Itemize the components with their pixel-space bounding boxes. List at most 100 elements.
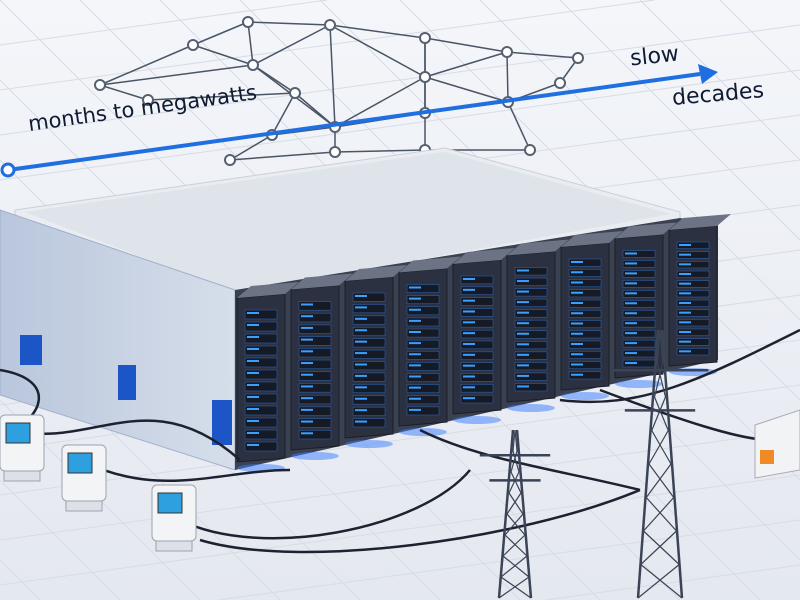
led bbox=[409, 353, 421, 356]
led bbox=[679, 311, 691, 314]
network-edge bbox=[424, 76, 509, 103]
power-pylons bbox=[479, 329, 709, 599]
network-node bbox=[419, 71, 431, 83]
led bbox=[247, 336, 259, 338]
led bbox=[409, 342, 421, 345]
led bbox=[247, 384, 259, 386]
led bbox=[409, 386, 421, 389]
network-node bbox=[94, 79, 106, 91]
server-rack bbox=[668, 214, 731, 376]
led bbox=[247, 432, 259, 434]
network-node bbox=[329, 146, 341, 158]
led bbox=[463, 278, 475, 280]
power-meter bbox=[0, 414, 45, 482]
led bbox=[409, 331, 421, 333]
led bbox=[301, 362, 313, 365]
led bbox=[625, 332, 637, 335]
network-edge bbox=[229, 134, 273, 161]
led bbox=[247, 420, 259, 422]
network-node bbox=[554, 77, 566, 89]
led bbox=[571, 363, 583, 366]
network-edge bbox=[424, 51, 508, 78]
led bbox=[679, 273, 691, 275]
led bbox=[571, 343, 583, 345]
led bbox=[571, 302, 583, 304]
led bbox=[571, 322, 583, 325]
led bbox=[625, 362, 637, 365]
led bbox=[463, 288, 475, 291]
led bbox=[409, 319, 421, 322]
led bbox=[355, 306, 367, 309]
power-meter bbox=[61, 444, 107, 512]
network-edge bbox=[192, 21, 249, 46]
door bbox=[20, 335, 42, 365]
server-racks bbox=[236, 214, 731, 472]
server-rack bbox=[506, 239, 569, 412]
led bbox=[625, 292, 637, 295]
led bbox=[355, 397, 367, 400]
network-edge bbox=[334, 76, 426, 128]
led bbox=[571, 312, 583, 315]
door bbox=[212, 400, 232, 445]
transmission-tower bbox=[479, 429, 551, 599]
led bbox=[409, 375, 421, 378]
led bbox=[679, 244, 691, 246]
led bbox=[679, 302, 691, 304]
led bbox=[517, 374, 529, 377]
network-edge bbox=[252, 24, 331, 66]
network-edge bbox=[99, 64, 254, 86]
network-edge bbox=[271, 92, 296, 136]
led bbox=[301, 408, 313, 411]
network-node bbox=[324, 19, 336, 31]
led bbox=[517, 311, 529, 314]
led bbox=[463, 332, 475, 335]
network-node bbox=[419, 32, 431, 44]
led bbox=[301, 303, 313, 306]
network-node bbox=[187, 39, 199, 51]
led bbox=[625, 272, 637, 275]
led bbox=[679, 282, 691, 285]
network-node bbox=[289, 87, 301, 99]
led bbox=[301, 432, 313, 435]
network-edge bbox=[329, 24, 336, 128]
led bbox=[571, 373, 583, 376]
led bbox=[625, 282, 637, 285]
network-edge bbox=[99, 84, 149, 101]
led bbox=[625, 262, 637, 265]
led bbox=[355, 374, 367, 377]
led bbox=[517, 343, 529, 346]
led bbox=[409, 397, 421, 400]
led bbox=[247, 444, 259, 446]
network-edge bbox=[329, 24, 426, 78]
led bbox=[301, 326, 313, 329]
network-edge bbox=[506, 51, 509, 103]
timeline-arrow bbox=[0, 64, 718, 178]
led bbox=[625, 302, 637, 305]
server-rack bbox=[398, 256, 461, 436]
led bbox=[463, 299, 475, 302]
led bbox=[517, 353, 529, 356]
led bbox=[247, 360, 259, 362]
led bbox=[679, 263, 691, 266]
led bbox=[517, 290, 529, 293]
led bbox=[409, 364, 421, 367]
led bbox=[679, 340, 691, 343]
led bbox=[463, 386, 475, 389]
led bbox=[301, 385, 313, 388]
led bbox=[571, 332, 583, 335]
led bbox=[625, 342, 637, 345]
led bbox=[301, 397, 313, 400]
network-edge bbox=[424, 37, 508, 53]
led bbox=[571, 353, 583, 356]
network-node bbox=[142, 94, 154, 106]
led bbox=[517, 385, 529, 388]
network-edge bbox=[329, 24, 426, 39]
led bbox=[301, 350, 313, 353]
led bbox=[301, 373, 313, 376]
led bbox=[247, 324, 259, 326]
led bbox=[571, 291, 583, 294]
transformer-box bbox=[754, 409, 800, 479]
led bbox=[409, 297, 421, 300]
led bbox=[625, 322, 637, 325]
led bbox=[355, 420, 367, 423]
